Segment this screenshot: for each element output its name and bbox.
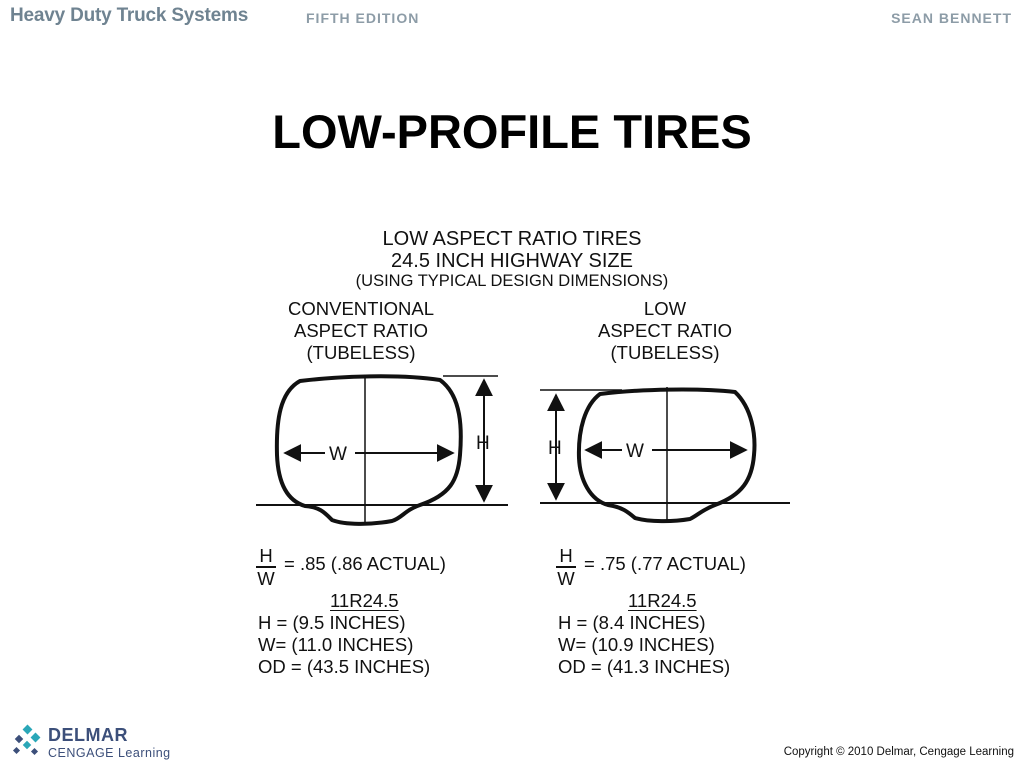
delmar-logo-icon [12, 724, 41, 756]
low-profile-ratio-numerator: H [559, 545, 573, 566]
low-profile-size-code: 11R24.5 [628, 590, 697, 611]
header-bar: Heavy Duty Truck Systems FIFTH EDITION S… [0, 0, 1024, 34]
conventional-ratio-value: = .85 (.86 ACTUAL) [284, 553, 446, 574]
low-profile-title-line1: LOW [643, 298, 687, 319]
conventional-width-value: W= (11.0 INCHES) [258, 634, 414, 655]
conventional-width-label: W [329, 444, 347, 465]
low-profile-tire-title: LOW ASPECT RATIO (TUBELESS) [545, 298, 785, 364]
conventional-title-line3: (TUBELESS) [306, 342, 416, 363]
figure-heading-line3: (USING TYPICAL DESIGN DIMENSIONS) [355, 272, 669, 290]
copyright-notice: Copyright © 2010 Delmar, Cengage Learnin… [783, 746, 1014, 758]
low-profile-ratio-denominator: W [557, 568, 575, 589]
low-profile-height-label: H [548, 438, 562, 459]
conventional-ratio-denominator: W [257, 568, 275, 589]
conventional-tire-diagram: W H [256, 374, 508, 526]
low-profile-width-label: W [626, 441, 644, 462]
conventional-title-line1: CONVENTIONAL [288, 298, 434, 319]
book-title: Heavy Duty Truck Systems [10, 5, 249, 26]
slide-title: LOW-PROFILE TIRES [272, 105, 752, 158]
conventional-ratio-numerator: H [259, 545, 273, 566]
low-profile-title-line3: (TUBELESS) [610, 342, 720, 363]
low-profile-ratio-bar [556, 566, 576, 568]
conventional-tire-outline [274, 374, 463, 526]
conventional-od-value: OD = (43.5 INCHES) [258, 656, 431, 677]
figure-heading-line1: LOW ASPECT RATIO TIRES [382, 228, 642, 250]
low-profile-tire-outline [576, 387, 757, 524]
low-profile-title-line2: ASPECT RATIO [598, 320, 732, 341]
conventional-tire-title: CONVENTIONAL ASPECT RATIO (TUBELESS) [241, 298, 481, 364]
logo-subtitle: CENGAGE Learning [48, 746, 171, 760]
conventional-height-value: H = (9.5 INCHES) [258, 612, 406, 633]
edition-label: FIFTH EDITION [306, 10, 420, 26]
low-profile-tire-diagram: W H [540, 387, 790, 524]
logo-name: DELMAR [48, 725, 128, 745]
author-label: SEAN BENNETT [891, 10, 1012, 26]
conventional-title-line2: ASPECT RATIO [294, 320, 428, 341]
delmar-logo: DELMAR CENGAGE Learning [10, 724, 190, 764]
low-profile-height-value: H = (8.4 INCHES) [558, 612, 706, 633]
low-profile-od-value: OD = (41.3 INCHES) [558, 656, 731, 677]
conventional-size-code: 11R24.5 [330, 590, 399, 611]
conventional-ratio-bar [256, 566, 276, 568]
conventional-height-label: H [476, 433, 490, 454]
low-profile-ratio-value: = .75 (.77 ACTUAL) [584, 553, 746, 574]
low-profile-width-value: W= (10.9 INCHES) [558, 634, 715, 655]
figure-heading-line2: 24.5 INCH HIGHWAY SIZE [391, 250, 633, 272]
